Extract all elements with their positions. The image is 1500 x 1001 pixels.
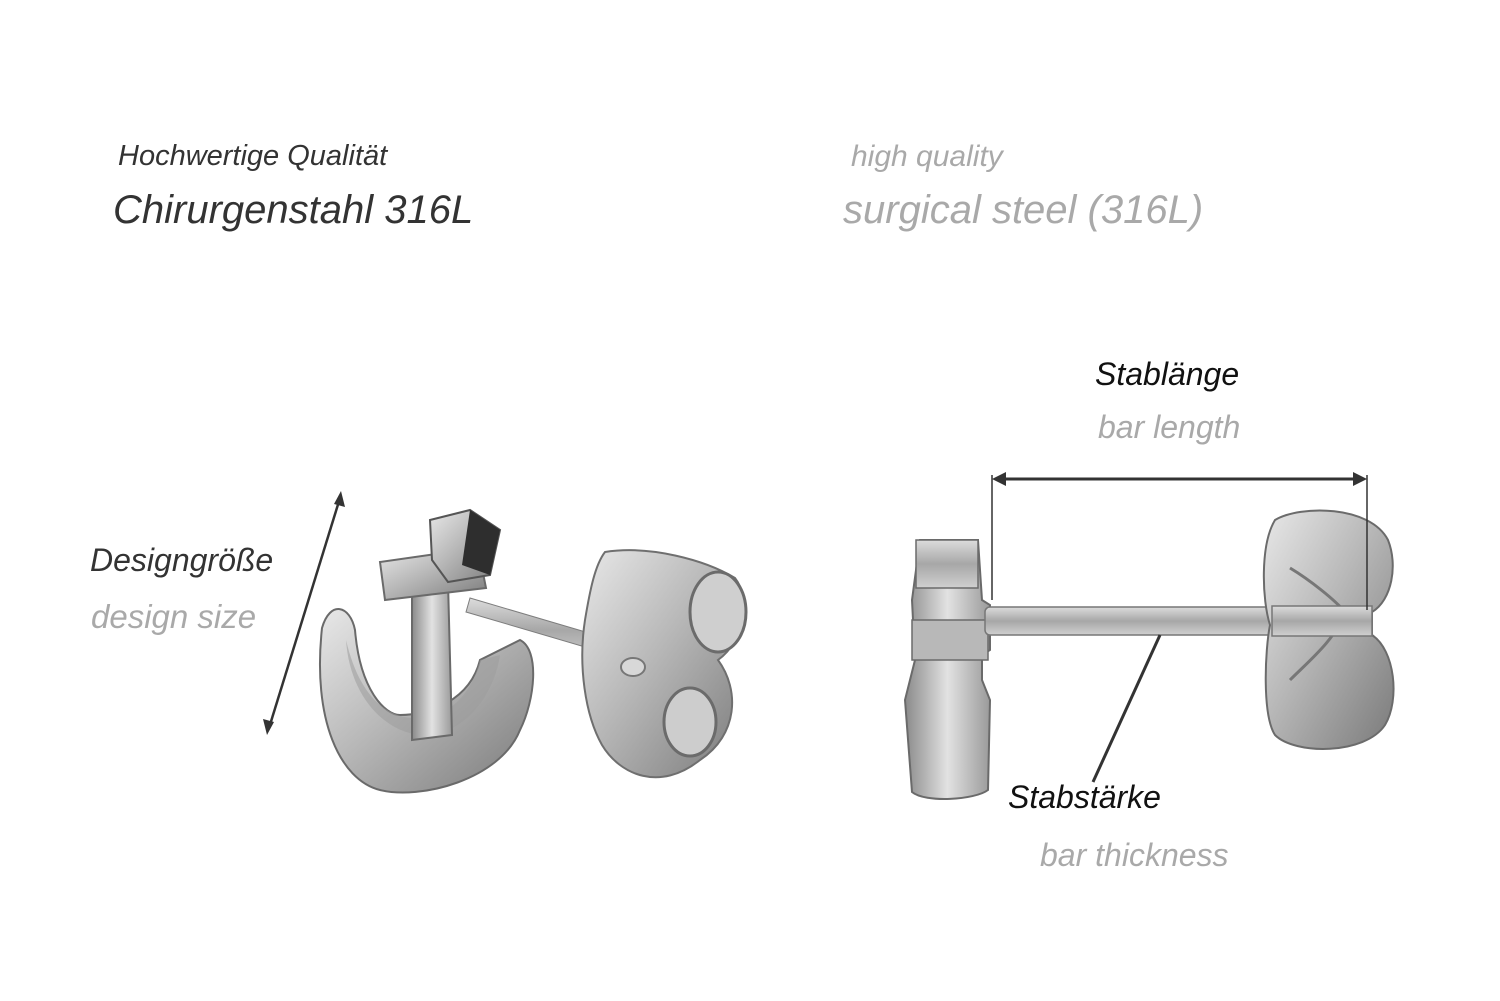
header-de-line2: Chirurgenstahl 316L	[113, 188, 474, 232]
design-size-label-en: design size	[91, 598, 257, 635]
header-de-line1: Hochwertige Qualität	[118, 140, 388, 172]
bar-length-label-en: bar length	[1098, 409, 1241, 445]
header-en-line1: high quality	[851, 140, 1003, 173]
bar-thickness-label-en: bar thickness	[1040, 837, 1229, 873]
design-size-arrow	[263, 491, 345, 735]
header-en-line2: surgical steel (316L)	[843, 188, 1204, 232]
bar-thickness-label-de: Stabstärke	[1008, 779, 1161, 815]
bar-length-dimension	[991, 472, 1368, 610]
design-size-label-de: Designgröße	[90, 542, 274, 578]
bar-thickness-leader	[1091, 634, 1162, 783]
anchor-earring-front-view	[318, 508, 748, 794]
anchor-earring-side-view	[903, 509, 1395, 800]
bar-length-label-de: Stablänge	[1095, 356, 1240, 392]
